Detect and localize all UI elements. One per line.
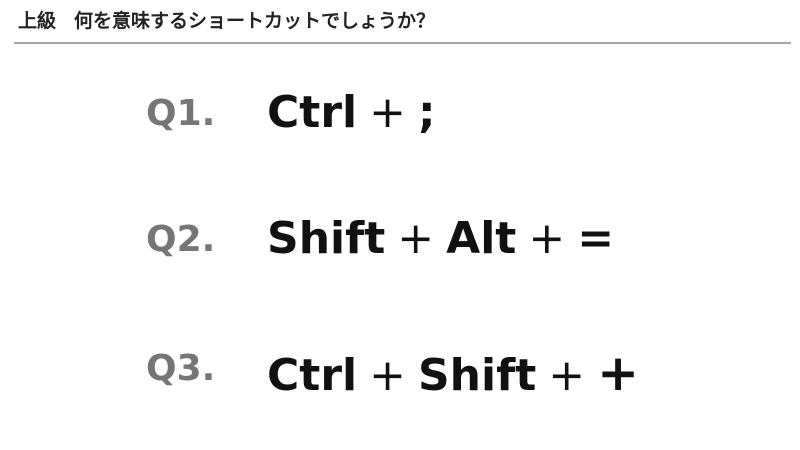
question-2-key-2: Alt xyxy=(446,213,517,264)
question-3-key-1: Ctrl xyxy=(267,350,358,401)
question-3-plus-1: + xyxy=(369,350,406,401)
page-title: 何を意味するショートカットでしょうか？ xyxy=(74,10,436,32)
question-2-shortcut: Shift+Alt+= xyxy=(267,217,614,261)
question-3-key-3: + xyxy=(597,344,640,402)
question-1-shortcut: Ctrl+; xyxy=(267,91,436,135)
question-3-shortcut: Ctrl+Shift++ xyxy=(267,348,639,398)
question-2-plus-2: + xyxy=(528,213,566,264)
level-label: 上級 xyxy=(18,10,57,32)
question-2-key-3: = xyxy=(577,213,615,264)
header-divider xyxy=(14,42,791,44)
question-2-plus-1: + xyxy=(397,213,435,264)
question-1-plus-1: + xyxy=(369,87,406,138)
question-2-key-1: Shift xyxy=(267,213,386,264)
question-1-key-2: ; xyxy=(417,87,436,138)
question-3-key-2: Shift xyxy=(417,350,537,401)
question-1-number: Q1. xyxy=(146,93,216,134)
question-3-number: Q3. xyxy=(146,348,216,389)
question-1-key-1: Ctrl xyxy=(267,87,358,138)
question-3-plus-2: + xyxy=(548,350,586,401)
question-2-number: Q2. xyxy=(146,219,216,260)
page-header: 上級何を意味するショートカットでしょうか？ xyxy=(18,6,435,33)
